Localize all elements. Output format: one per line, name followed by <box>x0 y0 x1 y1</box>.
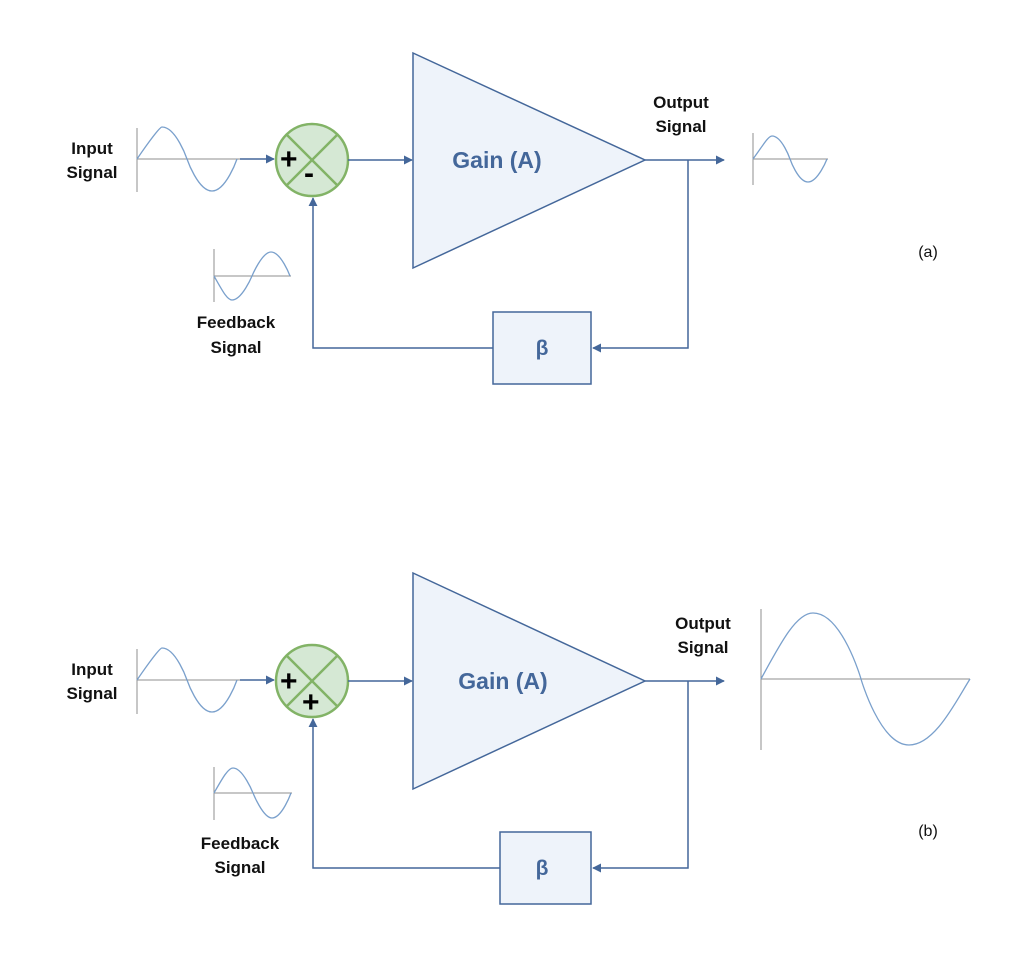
input-sine-a <box>136 126 238 192</box>
input-label-b-line2: Signal <box>66 684 117 703</box>
input-label-b: Input <box>71 660 113 679</box>
input-label-a: Input <box>71 139 113 158</box>
feedback-label-b: Feedback <box>201 834 280 853</box>
feedback-path-in-a <box>308 197 493 349</box>
output-label-a: Output <box>653 93 709 112</box>
beta-label-b: β <box>536 857 549 880</box>
output-waveform-a <box>752 133 828 185</box>
gain-label-b: Gain (A) <box>458 668 547 694</box>
caption-b: (b) <box>918 823 938 840</box>
input-label-a-line2: Signal <box>66 163 117 182</box>
gain-amplifier-b <box>412 571 647 791</box>
feedback-waveform-b <box>213 767 292 820</box>
output-label-b: Output <box>675 614 731 633</box>
caption-a: (a) <box>918 244 938 261</box>
summer-sign-plus-b: + <box>280 665 298 698</box>
diagram-a: Input Signal + - Gain (A) Output Signal <box>66 51 938 385</box>
output-sine-b <box>760 612 971 746</box>
feedback-waveform-a <box>213 249 291 302</box>
summer-sign-minus-a: - <box>304 157 314 190</box>
input-sine-b <box>136 647 238 713</box>
diagram-b: Input Signal + + Gain (A) Output Signal … <box>66 571 971 905</box>
summer-sign-plus-a: + <box>280 143 298 176</box>
input-waveform-b <box>136 647 240 714</box>
feedback-label-b-line2: Signal <box>214 858 265 877</box>
beta-block-b <box>499 831 592 905</box>
feedback-label-a-line2: Signal <box>210 338 261 357</box>
summer-sign-plus-b-2: + <box>302 686 320 719</box>
feedback-path-out-b <box>592 681 689 873</box>
output-sine-a <box>752 135 828 183</box>
feedback-label-a: Feedback <box>197 313 276 332</box>
beta-block-a <box>492 311 592 385</box>
gain-label-a: Gain (A) <box>452 147 541 173</box>
feedback-sine-a <box>213 251 291 301</box>
gain-amplifier-a <box>412 51 647 270</box>
beta-label-a: β <box>536 337 549 360</box>
feedback-path-out-a <box>592 160 689 353</box>
output-label-a-line2: Signal <box>655 117 706 136</box>
feedback-path-in-b <box>308 718 500 869</box>
input-waveform-a <box>136 126 240 192</box>
feedback-sine-b <box>213 767 292 819</box>
summing-junction-a: + - <box>274 122 350 198</box>
summing-junction-b: + + <box>274 643 350 719</box>
output-label-b-line2: Signal <box>677 638 728 657</box>
output-waveform-b <box>760 609 971 750</box>
